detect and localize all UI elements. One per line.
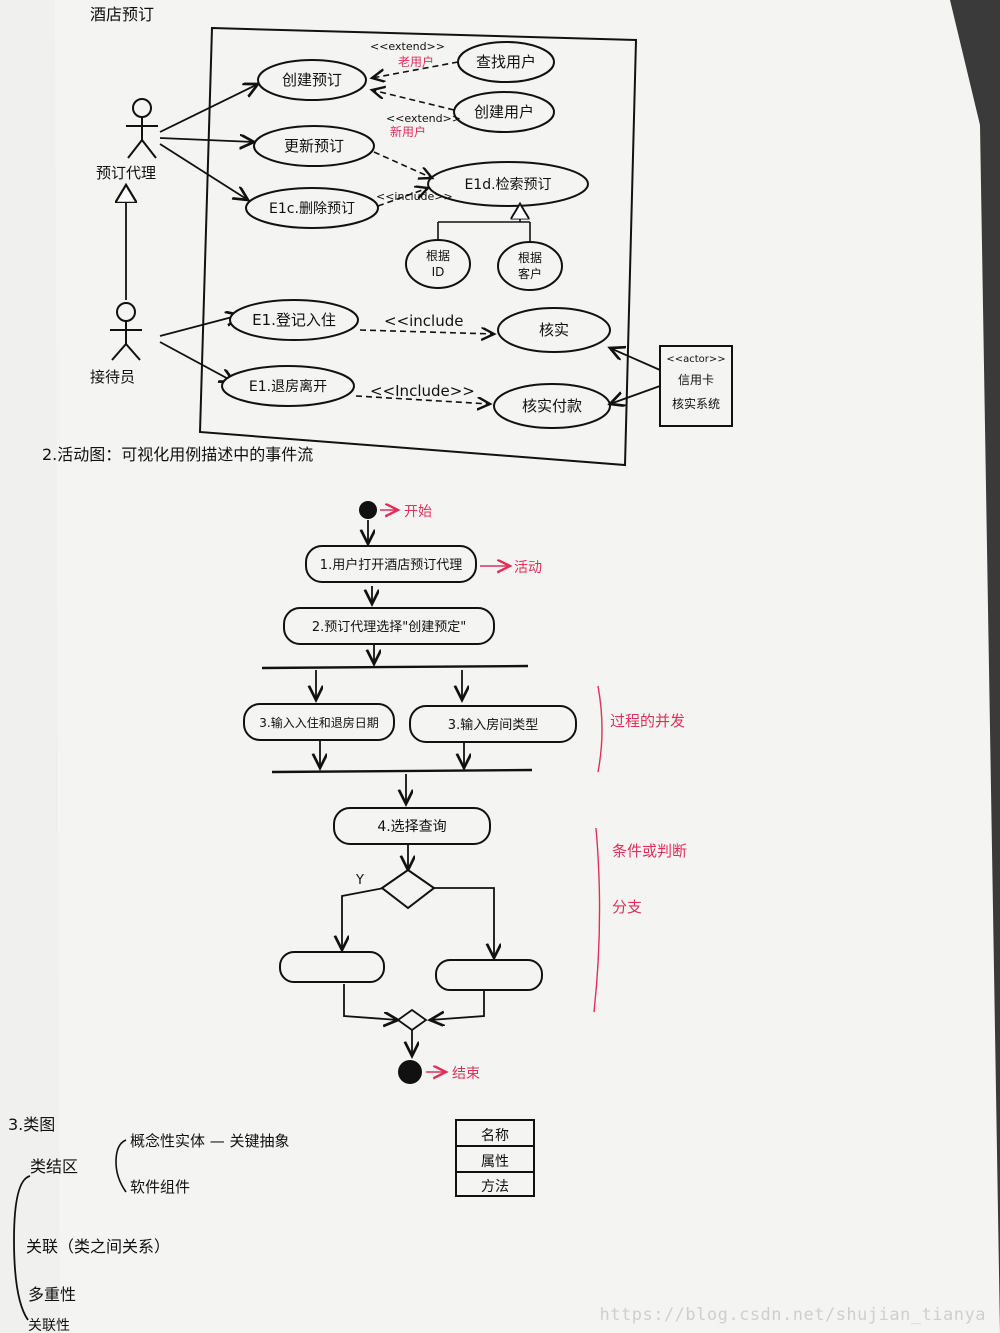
usecase-create-user-label: 创建用户: [474, 103, 534, 121]
section3-brace: [13, 1175, 31, 1321]
class-box-attributes: 属性: [481, 1154, 509, 1170]
fork-bracket: [597, 685, 603, 773]
link-update-find: [373, 151, 432, 178]
activity-2: [283, 607, 495, 645]
activity-1: [305, 545, 477, 583]
usecase-checkin: [229, 299, 359, 341]
include-delete-find: [377, 188, 428, 207]
extend-create-user: [372, 90, 455, 111]
class-box: [455, 1119, 535, 1197]
include-checkout-verifypay: [355, 395, 490, 404]
branch-note: 分支: [612, 898, 642, 916]
extend1-note: 老用户: [398, 54, 434, 69]
actor-credit-line2: 核实系统: [672, 396, 720, 411]
include-checkout-label: <<Include>>: [370, 382, 475, 400]
decision-node: [380, 868, 436, 910]
watermark: https://blog.csdn.net/shujian_tianya: [599, 1305, 986, 1325]
section1-title: 酒店预订: [90, 5, 154, 24]
usecase-by-id-label-1: 根据: [426, 249, 450, 263]
activity-3b-label: 3.输入房间类型: [448, 717, 538, 733]
decision-bracket: [593, 827, 601, 1013]
usecase-checkout-label: E1.退房离开: [249, 378, 327, 395]
include-checkin-label: <<include: [384, 312, 463, 330]
actor-credit-stereotype: <<actor>>: [666, 354, 725, 365]
usecase-by-id: [405, 239, 471, 289]
activity-branch-left: [279, 951, 385, 983]
usecase-find-booking: [427, 161, 589, 207]
section3-title: 3.类图: [8, 1115, 55, 1134]
usecase-create-booking-label: 创建预订: [282, 71, 342, 89]
class-box-name: 名称: [481, 1128, 509, 1144]
activity-4: [333, 807, 491, 845]
section2-title: 2.活动图：可视化用例描述中的事件流: [42, 445, 313, 464]
actor-agent: [126, 98, 158, 159]
usecase-checkout: [221, 365, 355, 407]
join-bar: [271, 768, 533, 774]
usecase-delete-booking: [245, 187, 379, 229]
actor-agent-label: 预订代理: [96, 164, 156, 182]
merge-node: [396, 1008, 428, 1032]
activity-note: 活动: [514, 560, 542, 576]
usecase-create-booking: [257, 59, 367, 101]
extend2-label: <<extend>>: [386, 112, 461, 125]
fork-note: 过程的并发: [610, 712, 685, 730]
activity-3b: [409, 705, 577, 743]
class-label: 类结区: [30, 1157, 78, 1176]
activity-branch-right: [435, 959, 543, 991]
reception-associations: [159, 315, 240, 382]
usecase-find-booking-label: E1d.检索预订: [464, 176, 551, 193]
usecase-create-user: [453, 91, 555, 133]
usecase-by-id-label-2: ID: [432, 265, 445, 279]
usecase-verify-payment-label: 核实付款: [522, 397, 582, 415]
actor-reception-label: 接待员: [90, 368, 135, 386]
actor-credit-line1: 信用卡: [678, 373, 714, 387]
activity-3a: [243, 703, 395, 741]
decision-yes: Y: [355, 873, 364, 888]
extend1-label: <<extend>>: [370, 40, 445, 53]
actor-credit-system-box: [659, 345, 733, 427]
usecase-checkin-label: E1.登记入住: [252, 311, 336, 329]
class-box-methods: 方法: [481, 1179, 509, 1195]
system-boundary: [198, 26, 638, 467]
extend-find-user: [372, 61, 459, 78]
usecase-update-booking-label: 更新预订: [284, 137, 344, 155]
usecase-by-customer-label-2: 客户: [518, 266, 542, 281]
start-node: [359, 501, 377, 519]
multiplicity-label: 多重性: [28, 1285, 76, 1304]
activity-3a-label: 3.输入入住和退房日期: [259, 715, 378, 730]
usecase-verify-label: 核实: [539, 321, 569, 339]
activity-4-label: 4.选择查询: [377, 819, 446, 835]
usecase-verify: [497, 307, 611, 353]
end-note: 结束: [452, 1066, 480, 1082]
usecase-find-user-label: 查找用户: [476, 53, 536, 71]
class-item-1: 概念性实体 — 关键抽象: [130, 1132, 290, 1150]
usecase-by-customer: [497, 241, 563, 291]
fork-bar: [261, 664, 529, 670]
extra-label: 关联性: [28, 1318, 70, 1333]
actor-reception: [110, 302, 142, 361]
extend2-note: 新用户: [390, 124, 426, 139]
include-checkin-verify: [359, 330, 494, 334]
activity-2-label: 2.预订代理选择"创建预定": [312, 620, 466, 635]
usecase-update-booking: [253, 125, 375, 167]
agent-associations: [159, 84, 258, 200]
include-delete-label: <<include>>: [376, 190, 453, 203]
usecase-by-customer-label-1: 根据: [518, 251, 542, 265]
class-item-2: 软件组件: [130, 1178, 190, 1196]
relation-label: 关联（类之间关系）: [26, 1237, 170, 1256]
class-brace: [115, 1139, 127, 1193]
activity-1-label: 1.用户打开酒店预订代理: [320, 557, 462, 573]
usecase-delete-booking-label: E1c.删除预订: [269, 201, 355, 217]
decision-note: 条件或判断: [612, 842, 687, 860]
end-node: [398, 1060, 422, 1084]
start-note: 开始: [404, 504, 432, 520]
